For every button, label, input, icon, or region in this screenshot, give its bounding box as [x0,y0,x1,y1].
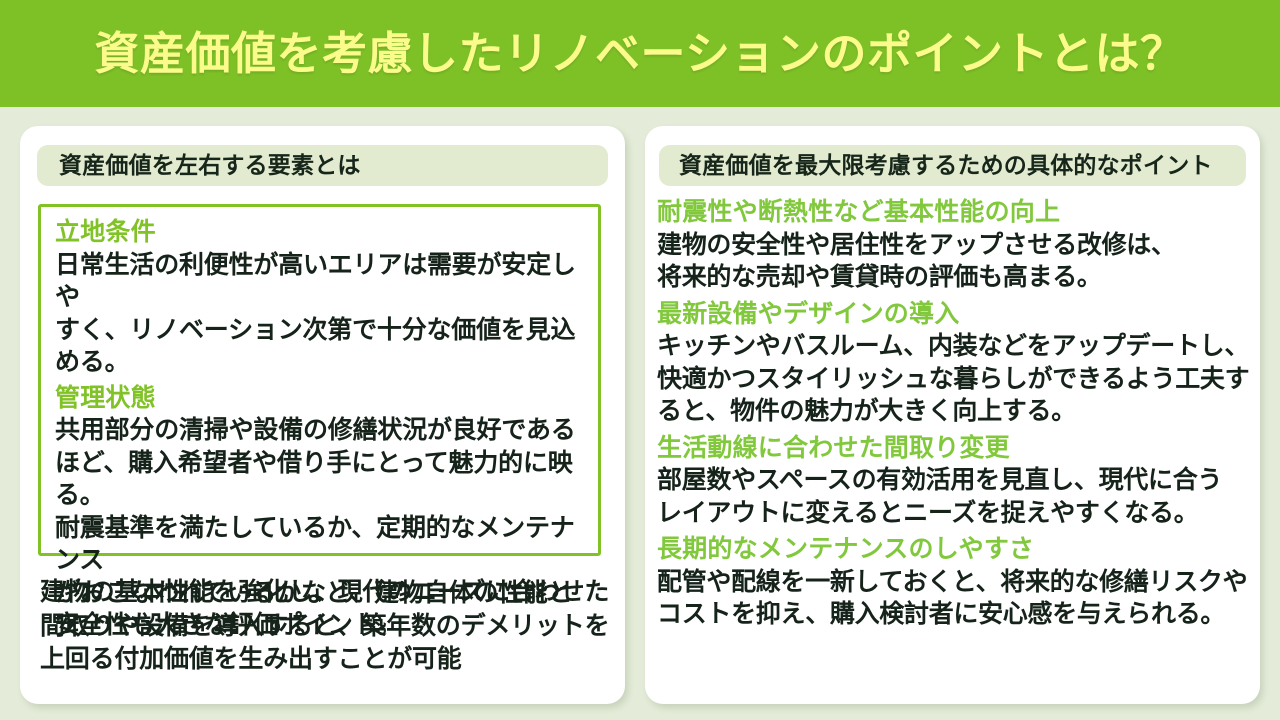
right-card-header-pill: 資産価値を最大限考慮するための具体的なポイント [659,145,1246,186]
factor-body-2: 共用部分の清掃や設備の修繕状況が良好である ほど、購入希望者や借り手にとって魅力… [55,414,584,642]
factor-body-1-line-2: すく、リノベーション次第で十分な価値を見込める。 [55,315,576,377]
point-body-4-line-1: 配管や配線を一新しておくと、将来的な修繕リスクや [657,567,1248,596]
left-card-header-pill: 資産価値を左右する要素とは [37,145,608,186]
point-body-4: 配管や配線を一新しておくと、将来的な修繕リスクや コストを抑え、購入検討者に安心… [657,566,1252,631]
factor-body-2-line-2: ほど、購入希望者や借り手にとって魅力的に映る。 [55,448,573,510]
left-card-summary: 建物の基本性能を強化し、現代のニーズに合わせた 間取りや設備を導入すると、築年数… [40,576,615,677]
slide-banner: 資産価値を考慮したリノベーションのポイントとは？ [0,0,1280,107]
point-body-2-line-3: ると、物件の魅力が大きく向上する。 [657,397,1076,425]
point-body-2: キッチンやバスルーム、内装などをアップデートし、 快適かつスタイリッシュな暮らし… [657,330,1252,428]
right-card: 資産価値を最大限考慮するための具体的なポイント 耐震性や断熱性など基本性能の向上… [645,126,1260,704]
point-body-2-line-1: キッチンやバスルーム、内装などをアップデートし、 [657,332,1250,360]
slide-title: 資産価値を考慮したリノベーションのポイントとは？ [94,28,1186,79]
point-item-1: 耐震性や断熱性など基本性能の向上 建物の安全性や居住性をアップさせる改修は、 将… [657,196,1252,294]
factor-body-2-line-1: 共用部分の清掃や設備の修繕状況が良好である [55,416,576,444]
point-body-1-line-2: 将来的な売却や賃貸時の評価も高まる。 [657,263,1102,291]
point-item-2: 最新設備やデザインの導入 キッチンやバスルーム、内装などをアップデートし、 快適… [657,298,1252,428]
factor-body-1: 日常生活の利便性が高いエリアは需要が安定しや すく、リノベーション次第で十分な価… [55,249,584,379]
left-card-summary-line-2: 間取りや設備を導入すると、築年数のデメリットを [40,611,610,640]
point-body-3-line-2: レイアウトに変えるとニーズを捉えやすくなる。 [657,498,1199,527]
factor-title-1: 立地条件 [55,218,156,246]
point-body-1-line-1: 建物の安全性や居住性をアップさせる改修は、 [657,230,1176,259]
point-body-3: 部屋数やスペースの有効活用を見直し、現代に合う レイアウトに変えるとニーズを捉え… [657,464,1252,529]
left-card-header-text: 資産価値を左右する要素とは [59,152,361,178]
left-card: 資産価値を左右する要素とは 立地条件 日常生活の利便性が高いエリアは需要が安定し… [20,126,625,704]
point-title-2: 最新設備やデザインの導入 [657,299,960,328]
cards-container: 資産価値を左右する要素とは 立地条件 日常生活の利便性が高いエリアは需要が安定し… [0,107,1280,720]
point-title-3: 生活動線に合わせた間取り変更 [657,433,1010,462]
point-body-1: 建物の安全性や居住性をアップさせる改修は、 将来的な売却や賃貸時の評価も高まる。 [657,229,1252,294]
factors-box: 立地条件 日常生活の利便性が高いエリアは需要が安定しや すく、リノベーション次第… [38,204,601,639]
left-card-summary-line-3: 上回る付加価値を生み出すことが可能 [40,645,462,673]
points-list: 耐震性や断熱性など基本性能の向上 建物の安全性や居住性をアップさせる改修は、 将… [657,196,1252,631]
factor-body-2-line-5: 安全性も大きな評価ポイント。 [55,611,402,639]
point-item-3: 生活動線に合わせた間取り変更 部屋数やスペースの有効活用を見直し、現代に合う レ… [657,432,1252,530]
point-item-4: 長期的なメンテナンスのしやすさ 配管や配線を一新しておくと、将来的な修繕リスクや… [657,533,1252,631]
factor-title-2: 管理状態 [55,383,156,412]
right-card-header-text: 資産価値を最大限考慮するための具体的なポイント [679,152,1213,178]
point-title-4: 長期的なメンテナンスのしやすさ [657,535,1035,563]
factor-body-1-line-1: 日常生活の利便性が高いエリアは需要が安定しや [55,250,576,312]
left-card-summary-line-1: 建物の基本性能を強化し、現代のニーズに合わせた [40,578,610,606]
point-body-3-line-1: 部屋数やスペースの有効活用を見直し、現代に合う [657,466,1223,494]
point-body-2-line-2: 快適かつスタイリッシュな暮らしができるよう工夫す [657,364,1250,393]
factor-body-2-line-3: 耐震基準を満たしているか、定期的なメンテナンス [55,513,575,575]
factor-body-2-line-4: がおこなわれているかなど、建物自体の性能と [55,578,573,607]
point-title-1: 耐震性や断熱性など基本性能の向上 [657,198,1061,226]
point-body-4-line-2: コストを抑え、購入検討者に安心感を与えられる。 [657,600,1226,628]
